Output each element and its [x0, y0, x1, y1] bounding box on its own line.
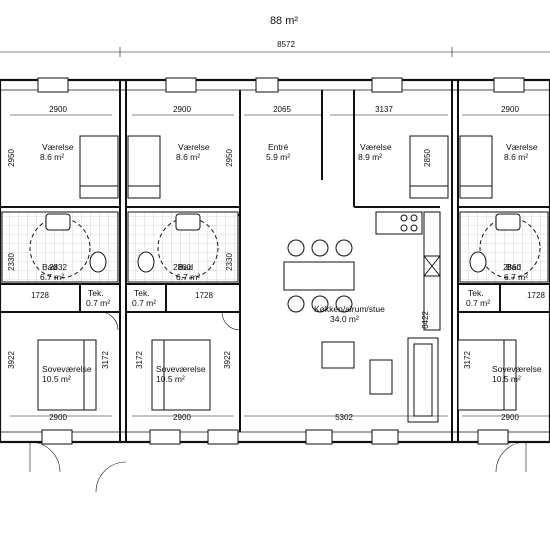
bathroom-fixtures: [29, 213, 541, 279]
room-area-tek-mid: 0.7 m²: [132, 298, 156, 308]
dim-bot-2900-c: 2900: [501, 413, 519, 422]
room-area-koekken: 34.0 m²: [330, 314, 359, 324]
living-furniture: [321, 337, 439, 423]
interior-walls: [0, 80, 550, 442]
beds: [37, 135, 517, 411]
room-area-entre: 5.9 m²: [266, 152, 290, 162]
dim-v-3172-b: 3172: [135, 351, 144, 369]
room-area-sove-mid: 10.5 m²: [156, 374, 185, 384]
dim-v-2950-a: 2950: [7, 149, 16, 167]
dining-table: [283, 239, 355, 313]
dim-h-2860-b: 2860: [503, 263, 521, 272]
dim-bot-5302: 5302: [335, 413, 353, 422]
room-name-bad-mid: Bad: [178, 262, 193, 272]
bottom-windows: [41, 429, 509, 445]
kitchen: [375, 211, 441, 331]
door-swings: [29, 311, 527, 493]
dim-v-3922-b: 3922: [223, 351, 232, 369]
dim-v-2330-a: 2330: [7, 253, 16, 271]
dim-h-1728-a: 1728: [31, 291, 49, 300]
dimension-lines: [10, 114, 550, 417]
room-name-sove-mid: Soveværelse: [156, 364, 206, 374]
dim-bot-2900-b: 2900: [173, 413, 191, 422]
room-area-sove-right: 10.5 m²: [492, 374, 521, 384]
room-area-bad-left: 6.7 m²: [40, 272, 64, 282]
room-name-koekken: Køkken/alrum/stue: [314, 304, 385, 314]
dim-top-2900-a: 2900: [49, 105, 67, 114]
dim-v-2950-b: 2950: [225, 149, 234, 167]
room-name-entre: Entré: [268, 142, 289, 152]
room-name-tek-left: Tek.: [88, 288, 104, 298]
room-name-vaerelse-mid: Værelse: [178, 142, 210, 152]
room-area-sove-left: 10.5 m²: [42, 374, 71, 384]
top-windows: [37, 77, 525, 93]
dim-top-2900-c: 2900: [501, 105, 519, 114]
dim-top-2065: 2065: [273, 105, 291, 114]
room-name-tek-right: Tek.: [468, 288, 484, 298]
room-area-vaerelse-right: 8.6 m²: [504, 152, 528, 162]
room-area-vaerelse-mid: 8.6 m²: [176, 152, 200, 162]
dim-h-2860-a: 2860: [173, 263, 191, 272]
room-area-vaerelse-center: 8.9 m²: [358, 152, 382, 162]
room-area-tek-left: 0.7 m²: [86, 298, 110, 308]
room-area-tek-right: 0.7 m²: [466, 298, 490, 308]
room-name-sove-left: Soveværelse: [42, 364, 92, 374]
dim-h-1728-b: 1728: [195, 291, 213, 300]
overall-dimension-line: [0, 47, 550, 57]
plan-title: 88 m²: [270, 15, 298, 27]
room-area-bad-mid: 6.7 m²: [176, 272, 200, 282]
dim-v-2330-b: 2330: [225, 253, 234, 271]
room-name-vaerelse-right: Værelse: [506, 142, 538, 152]
dim-v-6422: 6422: [421, 311, 430, 329]
room-area-bad-right: 6.7 m²: [504, 272, 528, 282]
room-name-vaerelse-center: Værelse: [360, 142, 392, 152]
room-name-bad-left: Bad: [42, 262, 57, 272]
dim-v-2850: 2850: [423, 149, 432, 167]
dim-v-3172-a: 3172: [101, 351, 110, 369]
room-name-tek-mid: Tek.: [134, 288, 150, 298]
dim-h-2832: 2832: [49, 263, 67, 272]
room-area-vaerelse-left: 8.6 m²: [40, 152, 64, 162]
dim-v-3922-a: 3922: [7, 351, 16, 369]
room-name-vaerelse-left: Værelse: [42, 142, 74, 152]
dim-h-1728-c: 1728: [527, 291, 545, 300]
room-name-bad-right: Bad: [506, 262, 521, 272]
overall-dimension: 8572: [277, 40, 295, 49]
room-name-sove-right: Soveværelse: [492, 364, 542, 374]
dim-top-3137: 3137: [375, 105, 393, 114]
dim-v-3172-c: 3172: [463, 351, 472, 369]
bathroom-tiles: [1, 211, 549, 283]
dim-bot-2900-a: 2900: [49, 413, 67, 422]
dim-top-2900-b: 2900: [173, 105, 191, 114]
